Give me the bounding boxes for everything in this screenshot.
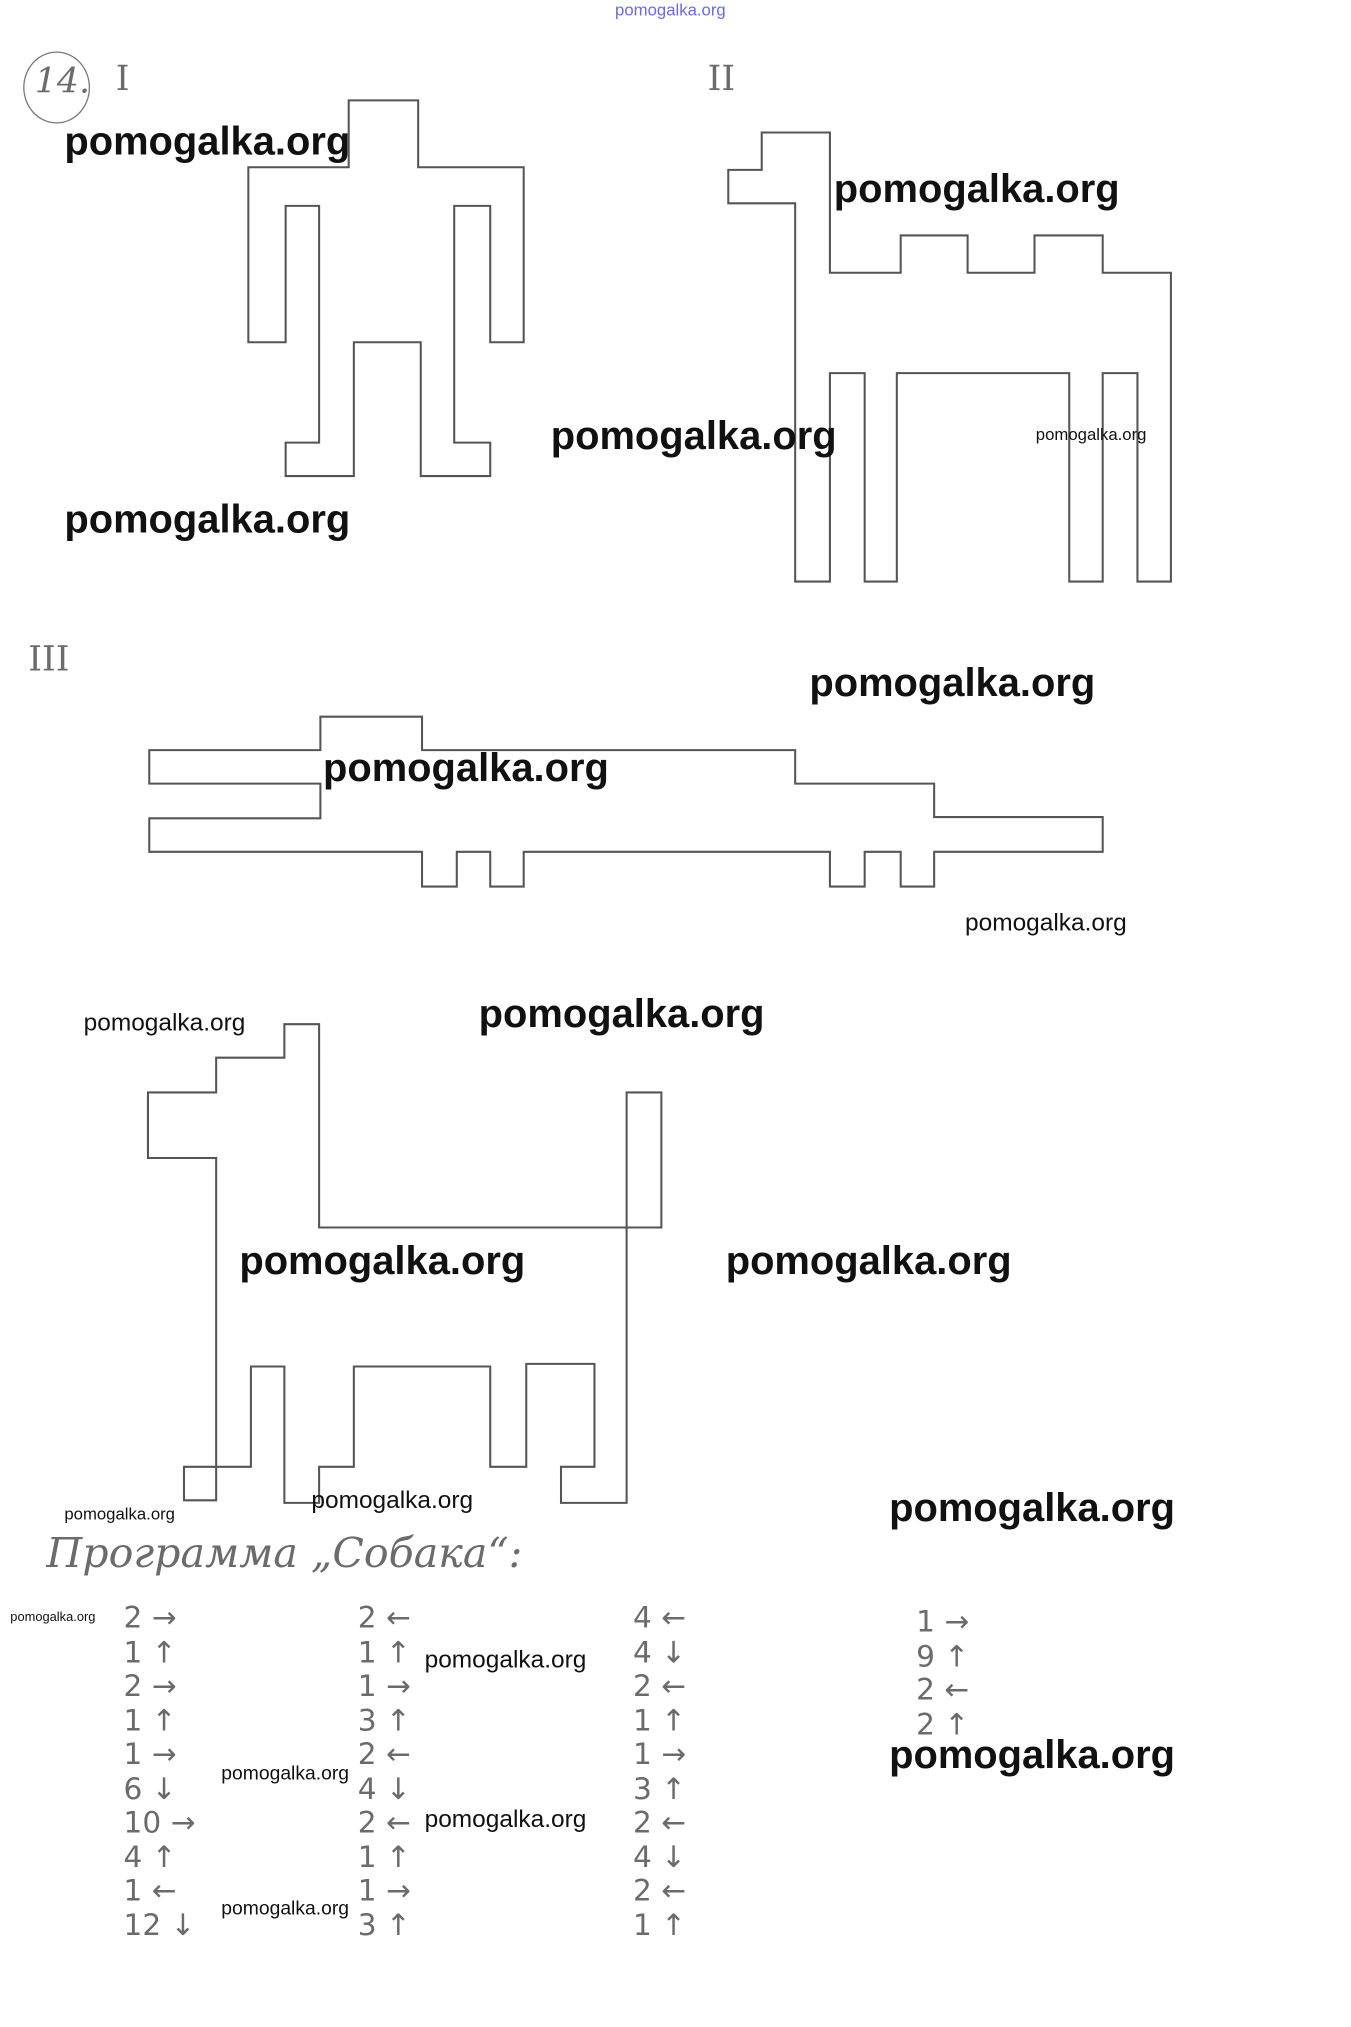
watermark: pomogalka.org [478, 990, 765, 1036]
program-step: 12 ↓ [123, 1908, 196, 1943]
program-step: 1 ↑ [633, 1908, 687, 1943]
program-step: 2 ← [916, 1673, 970, 1708]
dog-figure [146, 1023, 663, 1504]
robot-figure [247, 99, 525, 478]
watermark: pomogalka.org [889, 1731, 1176, 1777]
watermark: pomogalka.org [833, 165, 1120, 212]
watermark: pomogalka.org [239, 1237, 526, 1283]
watermark: pomogalka.org [83, 1010, 246, 1038]
task-number: 14. [34, 61, 91, 102]
program-step: 3 ↑ [633, 1772, 687, 1806]
program-step: 1 ↑ [633, 1704, 687, 1738]
program-column-1: 2 → 1 ↑ 2 → 1 ↑ 1 → 6 ↓ 10 → 4 ↑ 1 ← 12 … [124, 1602, 196, 1943]
watermark: pomogalka.org [424, 1806, 587, 1834]
section-label-2: II [707, 59, 736, 100]
program-title: Программа „Собака“: [46, 1528, 523, 1578]
watermark: pomogalka.org [64, 1504, 175, 1524]
program-step: 2 ← [357, 1806, 411, 1840]
camel-figure [727, 131, 1172, 583]
watermark: pomogalka.org [889, 1484, 1176, 1530]
program-step: 2 ↑ [916, 1708, 970, 1742]
watermark: pomogalka.org [1035, 424, 1147, 444]
program-step: 2 ← [357, 1601, 411, 1636]
program-column-4: 1 → 9 ↑ 2 ← 2 ↑ [916, 1606, 969, 1742]
watermark: pomogalka.org [322, 744, 609, 791]
program-step: 10 → [123, 1806, 196, 1840]
program-step: 3 ↑ [357, 1908, 411, 1943]
program-step: 2 ← [357, 1738, 411, 1772]
program-step: 4 ↑ [123, 1840, 177, 1875]
watermark: pomogalka.org [64, 118, 351, 164]
watermark: pomogalka.org [311, 1487, 474, 1515]
task-number-circle [23, 51, 91, 124]
program-step: 1 ↑ [357, 1840, 411, 1875]
program-step: 2 ← [633, 1806, 687, 1840]
program-step: 1 ← [123, 1874, 177, 1909]
watermark: pomogalka.org [725, 1237, 1012, 1283]
program-step: 2 ← [633, 1670, 687, 1704]
watermark: pomogalka.org [221, 1762, 349, 1785]
program-step: 9 ↑ [916, 1639, 970, 1674]
program-step: 2 → [123, 1670, 177, 1704]
watermark: pomogalka.org [550, 413, 837, 459]
watermark: pomogalka.org [809, 660, 1096, 706]
header-watermark: pomogalka.org [615, 0, 726, 20]
watermark: pomogalka.org [424, 1646, 587, 1674]
section-label-1: I [115, 59, 130, 100]
program-step: 1 → [357, 1670, 411, 1704]
program-step: 4 ↓ [633, 1840, 687, 1875]
program-step: 2 → [123, 1601, 177, 1636]
program-step: 1 → [357, 1874, 411, 1909]
program-column-3: 4 ← 4 ↓ 2 ← 1 ↑ 1 → 3 ↑ 2 ← 4 ↓ 2 ← 1 ↑ [633, 1602, 686, 1943]
program-step: 2 ← [633, 1874, 687, 1909]
program-step: 1 ↑ [123, 1636, 177, 1670]
watermark: pomogalka.org [64, 496, 351, 542]
section-label-3: III [28, 639, 70, 680]
program-step: 1 → [916, 1605, 970, 1640]
watermark: pomogalka.org [10, 1610, 96, 1626]
program-step: 1 → [633, 1738, 687, 1772]
program-step: 4 ← [633, 1601, 687, 1636]
program-step: 3 ↑ [357, 1704, 411, 1738]
program-step: 4 ↓ [357, 1772, 411, 1806]
watermark: pomogalka.org [221, 1897, 349, 1920]
program-step: 1 → [123, 1738, 177, 1772]
program-step: 1 ↑ [123, 1704, 177, 1738]
crocodile-figure [148, 715, 1104, 888]
program-step: 1 ↑ [357, 1636, 411, 1670]
program-column-2: 2 ← 1 ↑ 1 → 3 ↑ 2 ← 4 ↓ 2 ← 1 ↑ 1 → 3 ↑ [358, 1602, 411, 1943]
program-step: 4 ↓ [633, 1636, 687, 1670]
program-step: 6 ↓ [123, 1772, 177, 1806]
watermark: pomogalka.org [965, 909, 1127, 937]
